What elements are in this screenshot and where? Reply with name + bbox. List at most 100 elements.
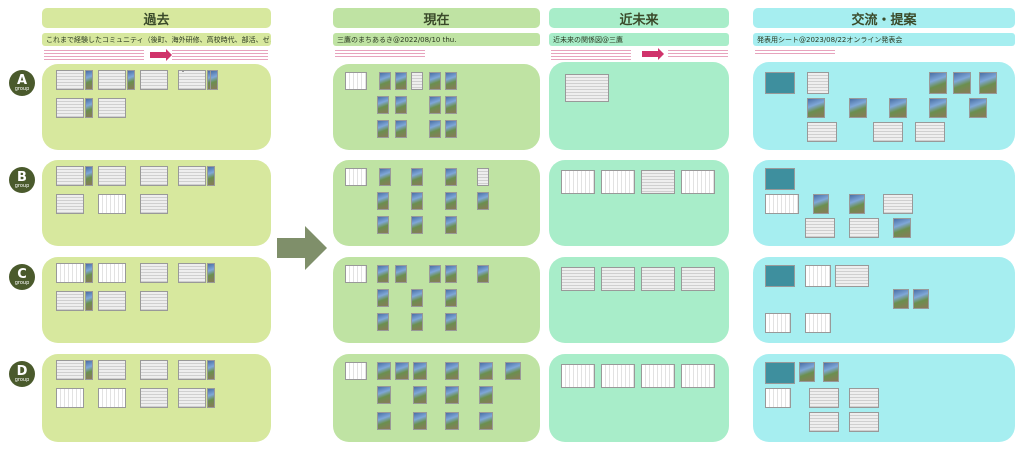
document-thumbnail[interactable]: [98, 70, 126, 90]
relationship-diagram-thumbnail[interactable]: [561, 364, 595, 388]
panel-near-future-group-b[interactable]: [549, 160, 729, 246]
document-thumbnail[interactable]: [140, 166, 168, 186]
document-thumbnail[interactable]: [98, 291, 126, 311]
photo-thumbnail[interactable]: [849, 98, 867, 118]
photo-thumbnail[interactable]: [799, 362, 815, 382]
photo-thumbnail[interactable]: [477, 265, 489, 283]
photo-thumbnail[interactable]: [413, 412, 427, 430]
panel-near-future-group-d[interactable]: [549, 354, 729, 442]
relationship-diagram-thumbnail[interactable]: [681, 364, 715, 388]
document-thumbnail[interactable]: [849, 388, 879, 408]
photo-thumbnail[interactable]: [377, 192, 389, 210]
panel-present-group-c[interactable]: [333, 257, 540, 343]
photo-thumbnail[interactable]: [445, 96, 457, 114]
photo-thumbnail[interactable]: [929, 98, 947, 118]
document-thumbnail[interactable]: [477, 168, 489, 186]
sheet-thumbnail[interactable]: [56, 388, 84, 408]
relationship-diagram-thumbnail[interactable]: [561, 170, 595, 194]
photo-thumbnail[interactable]: [889, 98, 907, 118]
document-thumbnail[interactable]: [98, 166, 126, 186]
photo-thumbnail[interactable]: [969, 98, 987, 118]
photo-thumbnail[interactable]: [953, 72, 971, 94]
sheet-thumbnail[interactable]: [98, 388, 126, 408]
photo-thumbnail[interactable]: [85, 70, 93, 90]
document-thumbnail[interactable]: [182, 70, 184, 72]
panel-exchange-group-c[interactable]: [753, 257, 1015, 343]
photo-thumbnail[interactable]: [379, 72, 391, 90]
photo-thumbnail[interactable]: [445, 289, 457, 307]
photo-thumbnail[interactable]: [445, 386, 459, 404]
document-thumbnail[interactable]: [849, 218, 879, 238]
document-thumbnail[interactable]: [56, 70, 84, 90]
presentation-slide-thumbnail[interactable]: [765, 265, 795, 287]
photo-thumbnail[interactable]: [893, 218, 911, 238]
panel-present-group-d[interactable]: [333, 354, 540, 442]
photo-thumbnail[interactable]: [807, 98, 825, 118]
photo-thumbnail[interactable]: [207, 360, 215, 380]
relationship-diagram-thumbnail[interactable]: [641, 364, 675, 388]
document-thumbnail[interactable]: [835, 265, 869, 287]
panel-near-future-group-c[interactable]: [549, 257, 729, 343]
document-thumbnail[interactable]: [56, 291, 84, 311]
photo-thumbnail[interactable]: [429, 72, 441, 90]
relationship-diagram-thumbnail[interactable]: [561, 267, 595, 291]
presentation-slide-thumbnail[interactable]: [765, 72, 795, 94]
document-thumbnail[interactable]: [140, 194, 168, 214]
document-thumbnail[interactable]: [809, 412, 839, 432]
relationship-diagram-thumbnail[interactable]: [641, 170, 675, 194]
panel-past-group-d[interactable]: [42, 354, 271, 442]
photo-thumbnail[interactable]: [411, 192, 423, 210]
photo-thumbnail[interactable]: [445, 265, 457, 283]
document-thumbnail[interactable]: [883, 194, 913, 214]
photo-thumbnail[interactable]: [413, 362, 427, 380]
sheet-thumbnail[interactable]: [805, 265, 831, 287]
document-thumbnail[interactable]: [140, 360, 168, 380]
panel-exchange-group-d[interactable]: [753, 354, 1015, 442]
document-thumbnail[interactable]: [56, 194, 84, 214]
sheet-thumbnail[interactable]: [98, 194, 126, 214]
sheet-thumbnail[interactable]: [56, 263, 84, 283]
panel-past-group-b[interactable]: [42, 160, 271, 246]
photo-thumbnail[interactable]: [445, 192, 457, 210]
photo-thumbnail[interactable]: [377, 289, 389, 307]
sheet-thumbnail[interactable]: [765, 388, 791, 408]
photo-thumbnail[interactable]: [429, 265, 441, 283]
photo-thumbnail[interactable]: [85, 263, 93, 283]
photo-thumbnail[interactable]: [411, 168, 423, 186]
photo-thumbnail[interactable]: [445, 313, 457, 331]
panel-past-group-c[interactable]: [42, 257, 271, 343]
map-thumbnail[interactable]: [345, 362, 367, 380]
photo-thumbnail[interactable]: [479, 362, 493, 380]
document-thumbnail[interactable]: [807, 72, 829, 94]
relationship-diagram-thumbnail[interactable]: [601, 170, 635, 194]
document-thumbnail[interactable]: [178, 263, 206, 283]
document-thumbnail[interactable]: [140, 70, 168, 90]
panel-near-future-group-a[interactable]: [549, 62, 729, 150]
map-thumbnail[interactable]: [765, 194, 799, 214]
photo-thumbnail[interactable]: [413, 386, 427, 404]
document-thumbnail[interactable]: [178, 360, 206, 380]
photo-thumbnail[interactable]: [395, 72, 407, 90]
photo-thumbnail[interactable]: [377, 313, 389, 331]
relationship-diagram-thumbnail[interactable]: [641, 267, 675, 291]
document-thumbnail[interactable]: [805, 218, 835, 238]
photo-thumbnail[interactable]: [979, 72, 997, 94]
photo-thumbnail[interactable]: [445, 168, 457, 186]
photo-thumbnail[interactable]: [85, 291, 93, 311]
photo-thumbnail[interactable]: [395, 265, 407, 283]
document-thumbnail[interactable]: [140, 263, 168, 283]
photo-thumbnail[interactable]: [479, 412, 493, 430]
relationship-diagram-thumbnail[interactable]: [681, 170, 715, 194]
relationship-diagram-thumbnail[interactable]: [681, 267, 715, 291]
photo-thumbnail[interactable]: [395, 120, 407, 138]
photo-thumbnail[interactable]: [377, 216, 389, 234]
relationship-diagram-thumbnail[interactable]: [601, 267, 635, 291]
photo-thumbnail[interactable]: [411, 216, 423, 234]
panel-past-group-a[interactable]: [42, 64, 271, 150]
photo-thumbnail[interactable]: [479, 386, 493, 404]
photo-thumbnail[interactable]: [377, 265, 389, 283]
photo-thumbnail[interactable]: [395, 96, 407, 114]
photo-thumbnail[interactable]: [210, 70, 218, 90]
document-thumbnail[interactable]: [140, 291, 168, 311]
sheet-thumbnail[interactable]: [805, 313, 831, 333]
